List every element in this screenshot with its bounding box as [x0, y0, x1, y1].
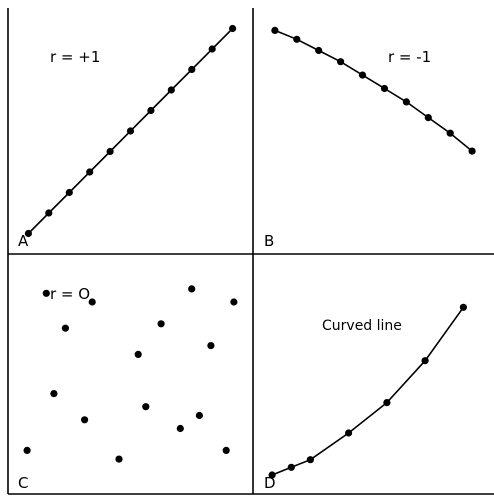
panel-c-point-7: [115, 455, 123, 463]
panel-a-point-2: [45, 209, 53, 217]
panel-d: D Curved line: [264, 303, 467, 492]
panel-c-label: C: [18, 474, 28, 492]
panel-a-point-11: [229, 24, 237, 33]
panel-a-annotation: r = +1: [50, 48, 100, 66]
panel-a-point-1: [24, 229, 32, 238]
panel-c-point-10: [157, 320, 165, 328]
panel-b-point-2: [293, 35, 301, 43]
panel-c-point-15: [222, 446, 230, 454]
panel-frames: [7, 8, 494, 495]
panel-b-plot: [271, 26, 476, 155]
panel-c-point-4: [61, 324, 69, 332]
panel-b-point-10: [468, 147, 476, 155]
panel-a-label: A: [18, 232, 29, 250]
panel-b-annotation: r = -1: [388, 48, 431, 66]
panel-b-point-4: [337, 58, 345, 66]
panel-a-point-10: [208, 45, 216, 53]
panel-b-point-5: [358, 71, 367, 79]
panel-d-point-4: [345, 429, 353, 437]
panel-c-plot: [23, 285, 238, 463]
panel-d-annotation: Curved line: [322, 318, 402, 334]
panel-a-point-8: [167, 86, 175, 94]
panel-c-point-3: [50, 390, 58, 398]
panel-b: B r = -1: [264, 26, 476, 250]
panel-b-point-6: [380, 84, 389, 93]
panel-d-point-5: [383, 399, 391, 407]
panel-d-point-7: [459, 303, 467, 311]
panel-c: C r = O: [18, 285, 238, 492]
panel-b-point-7: [402, 98, 410, 106]
panel-d-label: D: [264, 474, 276, 492]
panel-d-point-2: [287, 463, 295, 471]
panel-a-point-9: [188, 65, 196, 74]
panel-a-point-6: [126, 127, 135, 135]
panel-a-point-4: [86, 168, 94, 176]
panel-a-point-3: [65, 188, 73, 197]
panel-b-point-1: [271, 26, 279, 34]
panel-d-point-3: [306, 456, 314, 464]
panel-c-point-8: [134, 350, 142, 358]
panel-b-series-line: [274, 29, 473, 152]
panel-c-point-9: [142, 403, 150, 411]
panel-c-point-11: [176, 424, 184, 433]
panel-c-annotation: r = O: [50, 285, 90, 303]
panel-c-point-2: [42, 289, 50, 297]
panel-c-point-5: [81, 416, 89, 424]
panel-b-point-3: [315, 46, 323, 55]
panel-c-point-1: [23, 446, 31, 454]
panel-b-label: B: [264, 232, 274, 250]
panel-c-point-12: [188, 285, 196, 293]
panel-a-point-5: [106, 147, 114, 156]
panel-b-point-8: [424, 114, 432, 122]
panel-d-point-1: [268, 471, 276, 479]
panel-a-point-7: [147, 106, 155, 115]
panel-d-point-6: [421, 357, 429, 365]
panel-c-point-16: [230, 298, 238, 306]
panel-c-point-13: [195, 411, 203, 420]
panel-c-point-6: [88, 298, 96, 306]
panel-c-point-14: [207, 342, 215, 350]
panel-a: A r = +1: [18, 24, 237, 250]
panel-b-point-9: [446, 129, 454, 137]
panel-d-plot: [268, 303, 467, 479]
panel-a-plot: [24, 24, 237, 238]
